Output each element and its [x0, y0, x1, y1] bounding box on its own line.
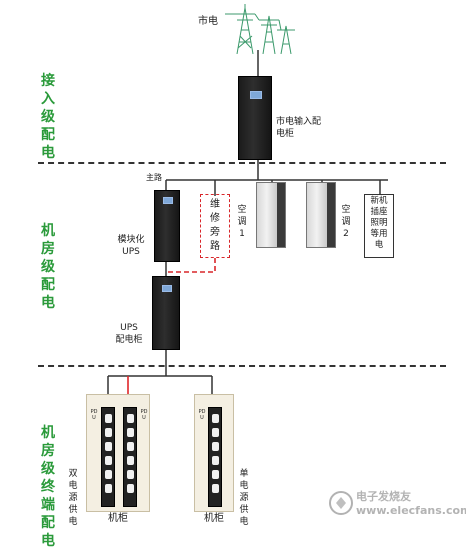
pdu-label-left: PDU	[90, 409, 98, 421]
ups-cabinet-line1: UPS	[120, 323, 138, 333]
zone-label-access: 接入级配电	[41, 73, 55, 161]
mains-input-cabinet-label: 市电输入配电柜	[276, 116, 328, 140]
rack-dual-supply: PDU PDU	[86, 394, 150, 512]
modular-ups-icon	[154, 190, 180, 262]
separator-top	[38, 162, 446, 164]
ups-distribution-cabinet-label: UPS 配电柜	[108, 322, 150, 346]
rack-label-dual: 机柜	[108, 513, 128, 524]
dual-supply-label: 双电源供电	[68, 469, 78, 527]
air-conditioner-2-icon	[306, 182, 336, 248]
maintenance-bypass-box: 维修旁路	[200, 194, 230, 258]
main-circuit-label: 主路	[146, 173, 162, 182]
modular-ups-label: 模块化UPS	[117, 235, 145, 257]
watermark-text: 电子发烧友 www.elecfans.com	[356, 490, 466, 517]
pdu-label-single: PDU	[198, 409, 206, 421]
ac2-label: 空调2	[341, 205, 351, 239]
cabinet-screen-icon	[250, 91, 262, 99]
ac1-label: 空调1	[237, 205, 247, 239]
watermark-logo: 电子发烧友 www.elecfans.com	[328, 488, 466, 526]
zone-label-terminal: 机房级终端配电	[41, 425, 55, 549]
rack-label-single: 机柜	[204, 513, 224, 524]
watermark-logo-icon	[329, 491, 353, 515]
separator-bottom	[38, 365, 446, 367]
air-conditioner-1-icon	[256, 182, 286, 248]
mains-input-cabinet-text: 市电输入配电柜	[276, 117, 322, 139]
city-power-label: 市电	[198, 16, 218, 27]
rack-single-supply: PDU	[194, 394, 234, 512]
bypass-red-line	[168, 258, 216, 273]
pdu-strip-single	[208, 407, 222, 507]
ups-screen-icon	[163, 197, 173, 204]
sockets-lighting-box: 新机插座照明等用电	[364, 194, 394, 258]
pdu-label-right: PDU	[140, 409, 148, 421]
wiring-diagram	[107, 50, 388, 396]
ups-cabinet-screen-icon	[162, 285, 172, 292]
power-pylon-icon	[225, 4, 295, 54]
sockets-lighting-label: 新机插座照明等用电	[370, 196, 388, 250]
pdu-strip-right	[123, 407, 137, 507]
maintenance-bypass-label: 维修旁路	[210, 199, 220, 252]
single-supply-label: 单电源供电	[239, 469, 249, 527]
ups-cabinet-line2: 配电柜	[115, 335, 143, 345]
pdu-strip-left	[101, 407, 115, 507]
mains-input-cabinet-icon	[238, 76, 272, 160]
zone-label-room: 机房级配电	[41, 223, 55, 311]
ups-distribution-cabinet-icon	[152, 276, 180, 350]
